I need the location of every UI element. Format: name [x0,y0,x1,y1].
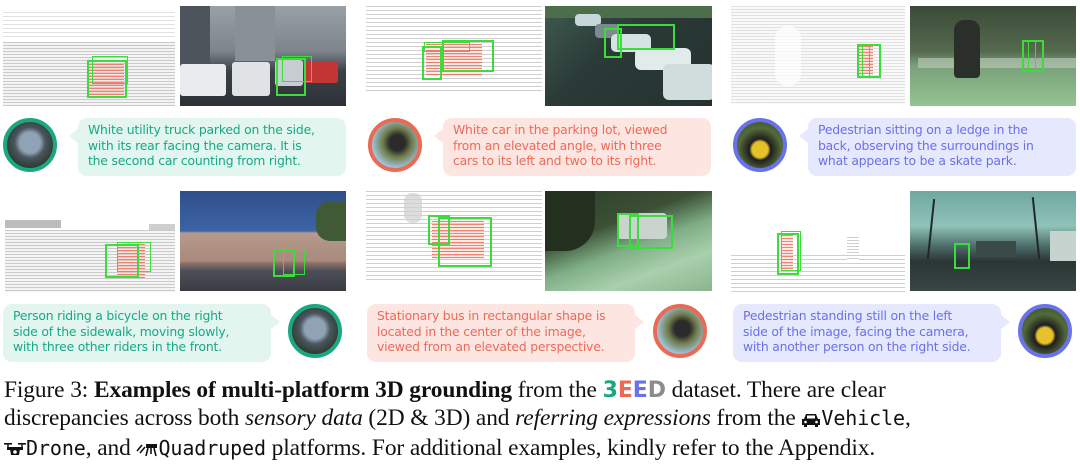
caption-line-2: discrepancies across both sensory data (… [4,405,1080,436]
vehicle-avatar [3,118,57,172]
2d-projected-box [954,243,970,269]
lidar-point-cloud [366,191,542,281]
car-icon [801,408,821,436]
quadruped-avatar [733,118,787,172]
camera-image [180,191,346,291]
caption-line-1: Figure 3: Examples of multi-platform 3D … [4,377,886,403]
referring-expression-bubble: White car in the parking lot, viewed fro… [434,118,711,176]
camera-image [180,6,346,106]
vehicle-avatar [288,304,342,358]
referring-expression-bubble: White utility truck parked on the side, … [69,118,346,176]
2d-projected-box [604,28,622,58]
referring-expression-bubble: Pedestrian sitting on a ledge in the bac… [799,118,1076,176]
3d-bounding-box [777,233,799,275]
caption-line-3: Drone, and Quadruped platforms. For addi… [4,435,1080,466]
2d-projected-box [617,213,639,247]
lidar-point-cloud [5,220,175,292]
quadruped-avatar [1018,304,1072,358]
platform-quadruped: Quadruped [158,436,266,460]
figure-caption: Figure 3: Examples of multi-platform 3D … [4,377,1080,466]
caption-title: Examples of multi-platform 3D grounding [93,377,512,403]
robot-dog-icon [136,438,158,466]
figure-label: Figure 3: [4,377,89,403]
platform-drone: Drone [26,436,86,460]
camera-image [910,191,1076,291]
lidar-point-cloud [3,8,175,106]
lidar-point-cloud [731,225,905,293]
3d-bounding-box [422,46,442,80]
drone-icon [4,438,26,466]
referring-expression-bubble: Person riding a bicycle on the right sid… [3,304,280,362]
lidar-point-cloud [731,6,905,104]
referring-expression-bubble: Stationary bus in rectangular shape is l… [367,304,644,362]
lidar-point-cloud [366,6,542,100]
platform-vehicle: Vehicle [821,405,905,430]
2d-projected-box [276,58,306,96]
camera-image [910,6,1076,106]
dataset-name: 3EED [602,378,666,403]
3d-bounding-box [105,244,139,278]
drone-avatar [368,118,422,172]
drone-avatar [653,304,707,358]
referring-expression-bubble: Pedestrian standing still on the left si… [733,304,1010,362]
2d-projected-box [273,249,295,277]
camera-image [545,6,712,106]
3d-bounding-box [87,60,127,98]
camera-image [545,191,712,291]
